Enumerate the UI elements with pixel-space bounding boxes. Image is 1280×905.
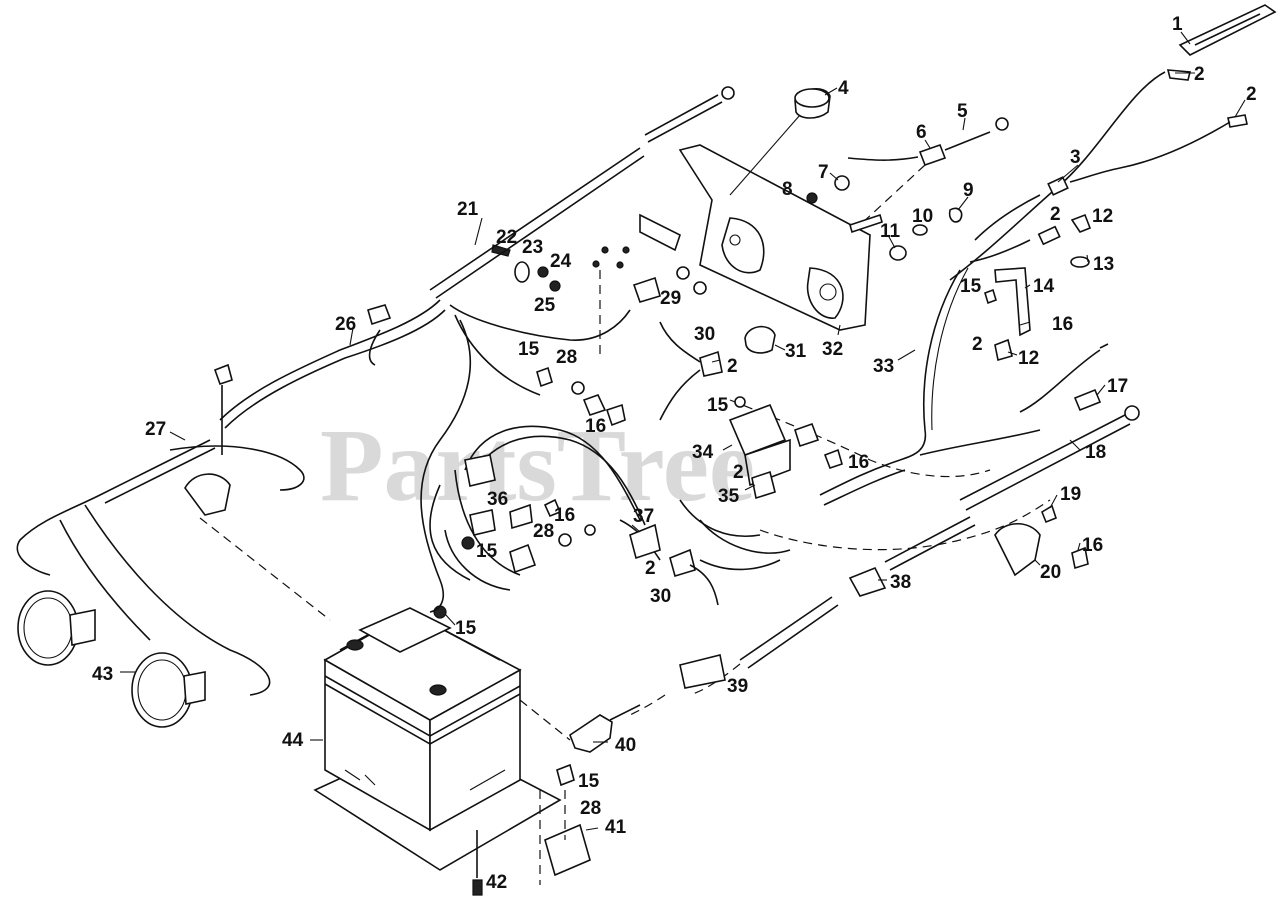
callout-28: 28 [556, 347, 577, 368]
parts-22-29 [491, 244, 707, 360]
callout-2: 2 [727, 356, 738, 377]
callout-8: 8 [782, 179, 793, 200]
dash-panel [639, 144, 871, 331]
callout-41: 41 [605, 817, 627, 838]
harness-left [16, 86, 735, 696]
callout-2: 2 [972, 334, 983, 355]
parts-12-14 [984, 213, 1092, 362]
callout-33: 33 [873, 356, 894, 377]
callout-35: 35 [718, 486, 740, 507]
callout-44: 44 [282, 730, 304, 751]
callout-36: 36 [487, 489, 508, 510]
harness-right [899, 69, 1248, 461]
watermark: PartsTree [320, 408, 755, 523]
callout-31: 31 [785, 341, 807, 362]
callout-5: 5 [957, 101, 968, 122]
callout-16: 16 [585, 416, 606, 437]
callout-15: 15 [518, 339, 540, 360]
parts-17-18 [959, 343, 1140, 511]
callout-19: 19 [1060, 484, 1081, 505]
callout-20: 20 [1040, 562, 1061, 583]
callout-39: 39 [727, 676, 748, 697]
callout-9: 9 [963, 180, 974, 201]
callout-10: 10 [912, 206, 933, 227]
callout-17: 17 [1107, 376, 1128, 397]
callout-27: 27 [145, 419, 166, 440]
callout-4: 4 [838, 78, 849, 99]
callout-2: 2 [733, 462, 744, 483]
parts-9-11 [889, 207, 963, 261]
parts-19-20 [884, 504, 1089, 577]
callout-2: 2 [1194, 64, 1205, 85]
callout-16: 16 [1052, 314, 1073, 335]
callout-15: 15 [578, 771, 600, 792]
callout-6: 6 [916, 122, 927, 143]
callout-34: 34 [692, 442, 714, 463]
callout-13: 13 [1093, 254, 1114, 275]
parts-41-42 [472, 763, 591, 896]
battery-44 [313, 607, 571, 885]
callout-18: 18 [1085, 442, 1106, 463]
callout-28: 28 [580, 798, 601, 819]
center-harness [429, 403, 820, 606]
callout-15: 15 [960, 276, 982, 297]
leader-lines [120, 31, 1246, 831]
callout-21: 21 [457, 199, 479, 220]
callout-26: 26 [335, 314, 356, 335]
callout-24: 24 [550, 251, 572, 272]
cable-39-40 [569, 596, 839, 753]
part-1 [1178, 4, 1277, 56]
callout-15: 15 [707, 395, 729, 416]
callout-29: 29 [660, 288, 681, 309]
callout-1: 1 [1172, 14, 1183, 35]
callout-42: 42 [486, 872, 507, 893]
callout-3: 3 [1070, 147, 1081, 168]
callout-16: 16 [848, 452, 869, 473]
callout-7: 7 [818, 162, 829, 183]
callout-23: 23 [522, 237, 543, 258]
callout-30: 30 [694, 324, 715, 345]
callout-38: 38 [890, 572, 911, 593]
callout-2: 2 [1246, 84, 1257, 105]
callout-14: 14 [1033, 276, 1055, 297]
callout-12: 12 [1092, 206, 1113, 227]
callout-15: 15 [455, 618, 477, 639]
callout-25: 25 [534, 295, 556, 316]
callout-2: 2 [1050, 204, 1061, 225]
part-38 [848, 566, 887, 597]
callout-32: 32 [822, 339, 843, 360]
callout-2: 2 [645, 558, 656, 579]
callout-16: 16 [554, 505, 575, 526]
parts-7-8 [806, 175, 850, 204]
part-5-6 [847, 117, 1009, 234]
lights-43 [17, 590, 206, 728]
callout-30: 30 [650, 586, 671, 607]
parts-30-31 [659, 321, 776, 421]
hardware-center-left [433, 366, 843, 619]
callout-16: 16 [1082, 535, 1103, 556]
callout-22: 22 [496, 227, 517, 248]
callout-37: 37 [633, 506, 654, 527]
callout-12: 12 [1018, 348, 1039, 369]
part-4 [729, 88, 831, 196]
callout-11: 11 [880, 221, 901, 242]
callout-40: 40 [615, 735, 636, 756]
callout-labels: 1 2 2 3 4 5 6 7 8 9 10 11 2 12 13 14 15 … [92, 14, 1257, 893]
callout-15: 15 [476, 541, 498, 562]
callout-28: 28 [533, 521, 554, 542]
callout-43: 43 [92, 664, 113, 685]
